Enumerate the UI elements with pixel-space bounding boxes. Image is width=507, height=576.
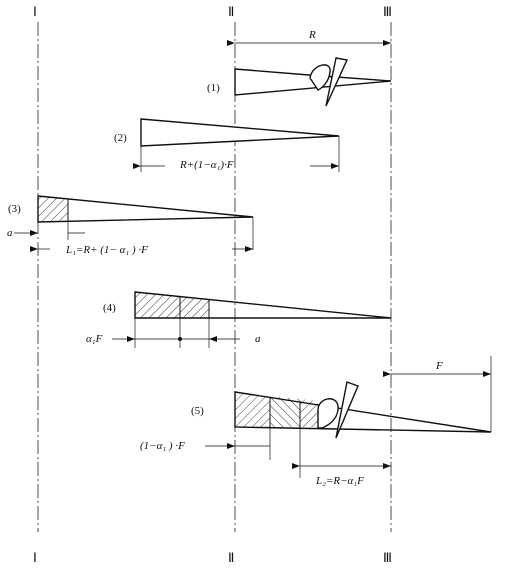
dimension-F: F — [383, 356, 492, 432]
dimension-step-5: (1−α₁ ) ·F — [140, 428, 301, 478]
step-1-label: (1) — [207, 82, 220, 94]
dimension-R: R — [227, 29, 391, 46]
step-3-label: (3) — [8, 203, 21, 215]
step-5-billet — [234, 381, 492, 439]
step-4-billet — [134, 291, 392, 319]
dimension-one-minus-alpha-F-label: (1−α₁ ) ·F — [140, 440, 185, 452]
step-4-label: (4) — [103, 302, 116, 314]
dimension-L1-label: L₁=R+ (1− α₁ ) ·F — [65, 244, 148, 256]
dimension-step-2-label: R+(1−α₁)·F — [179, 159, 234, 171]
dimension-L1: L₁=R+ (1− α₁ ) ·F — [30, 217, 254, 256]
shear-blade-icon-5 — [335, 381, 359, 439]
section-mark-1-top: Ⅰ — [33, 4, 37, 19]
step-1-billet — [234, 57, 392, 107]
step-3-billet — [37, 195, 254, 223]
roll-icon-5 — [317, 398, 339, 429]
dimension-alpha1F-label: α₁F — [86, 333, 103, 345]
shear-blade-icon-1 — [325, 57, 349, 107]
section-mark-1-bottom: Ⅰ — [33, 550, 37, 565]
dimension-F-label: F — [435, 360, 443, 372]
dimension-step-4: α₁F a — [86, 318, 261, 348]
dimension-a-step-4-label: a — [255, 333, 261, 345]
section-mark-2-bottom: Ⅱ — [228, 550, 234, 565]
dimension-R-label: R — [308, 29, 316, 41]
section-mark-2-top: Ⅱ — [228, 4, 234, 19]
section-mark-3-top: Ⅲ — [383, 4, 392, 19]
section-mark-3-bottom: Ⅲ — [383, 550, 392, 565]
step-2-billet — [140, 118, 340, 147]
dimension-L2-label: L₂=R−α₁F — [315, 475, 364, 487]
step-5-label: (5) — [191, 405, 204, 417]
step-2-label: (2) — [114, 132, 127, 144]
dimension-step-2: R+(1−α₁)·F — [133, 136, 340, 172]
roll-icon-1 — [309, 64, 331, 91]
dimension-a-step-3-label: a — [7, 227, 13, 239]
dimension-L2: L₂=R−α₁F — [292, 463, 391, 487]
dimension-a-step-3: a — [7, 222, 85, 240]
